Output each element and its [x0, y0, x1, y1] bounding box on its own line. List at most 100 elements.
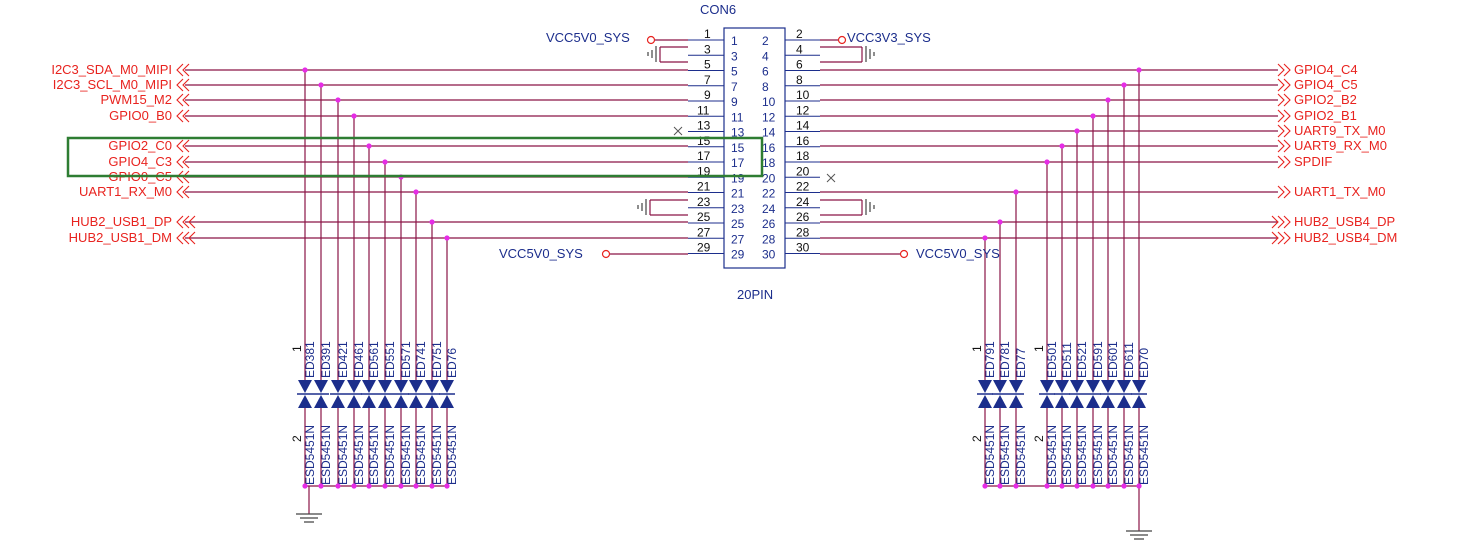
connector-con6: 1357911131517192123252729246810121416182…	[688, 27, 820, 269]
esd-ref: ED781	[998, 341, 1012, 378]
net-chevron-left	[188, 231, 196, 245]
esd-diode-body	[409, 380, 423, 393]
esd-part: ESD5451N	[319, 425, 333, 485]
esd-diode-body	[1101, 380, 1115, 393]
junction-dot	[382, 483, 388, 489]
connector-pin-inner-right: 22	[762, 187, 776, 201]
esd-ref: ED76	[445, 348, 459, 378]
esd-diode-body	[298, 395, 312, 408]
net-label-right: UART9_RX_M0	[1294, 138, 1387, 153]
connector-pin-inner-left: 13	[731, 126, 745, 140]
esd-diode-body	[978, 395, 992, 408]
connector-pin-inner-left: 1	[731, 34, 738, 48]
junction-dot	[1044, 159, 1050, 165]
esd-ref: ED611	[1122, 342, 1136, 378]
connector-pin-inner-left: 11	[731, 110, 744, 124]
connector-pin-inner-left: 21	[731, 187, 745, 201]
connector-pin-inner-left: 15	[731, 141, 745, 155]
net-chevron-right	[1277, 109, 1291, 123]
esd-part: ESD5451N	[367, 425, 381, 485]
power-vcc5v0-bottom-left: VCC5V0_SYS	[499, 246, 583, 261]
esd-part: ESD5451N	[998, 425, 1012, 485]
connector-pin-outer-right: 12	[796, 103, 810, 117]
esd-diode-body	[425, 395, 439, 408]
net-chevron-right	[1277, 139, 1291, 153]
esd-part: ESD5451N	[1045, 425, 1059, 485]
esd-ref: ED461	[352, 341, 366, 378]
junction-dot	[351, 113, 357, 119]
esd-part: ESD5451N	[352, 425, 366, 485]
esd-part: ESD5451N	[414, 425, 428, 485]
net-chevron-left	[176, 231, 190, 245]
net-chevron-left	[176, 185, 190, 199]
esd-ref: ED551	[383, 341, 397, 378]
junction-dot	[1090, 113, 1096, 119]
connector-part: 20PIN	[737, 287, 773, 302]
power-port-vcc5v0-bl	[601, 249, 611, 259]
connector-pin-outer-right: 16	[796, 134, 810, 148]
connector-ref: CON6	[700, 2, 736, 17]
esd-diode-body	[1070, 395, 1084, 408]
connector-pin-inner-right: 4	[762, 49, 769, 63]
power-vcc5v0-top: VCC5V0_SYS	[546, 30, 630, 45]
net-chevron-right	[1277, 215, 1291, 229]
net-chevron-left	[176, 63, 190, 77]
esd-diode-body	[331, 395, 345, 408]
connector-pin-outer-right: 30	[796, 241, 810, 255]
net-label-right: HUB2_USB4_DM	[1294, 230, 1397, 245]
junction-dot	[1013, 483, 1019, 489]
esd-pin-2: 2	[290, 435, 304, 442]
power-vcc5v0-bottom-right: VCC5V0_SYS	[916, 246, 1000, 261]
esd-part: ESD5451N	[1014, 425, 1028, 485]
net-chevron-left	[176, 155, 190, 169]
esd-ref: ED381	[303, 341, 317, 378]
esd-ref: ED70	[1137, 348, 1151, 378]
connector-pin-inner-left: 3	[731, 49, 738, 63]
net-label-right: HUB2_USB4_DP	[1294, 214, 1395, 229]
connector-pin-inner-left: 23	[731, 202, 745, 216]
net-label-right: SPDIF	[1294, 154, 1332, 169]
esd-diode-body	[1009, 380, 1023, 393]
esd-diode-body	[1132, 395, 1146, 408]
net-chevron-right	[1277, 185, 1291, 199]
junction-dot	[1105, 483, 1111, 489]
junction-dot	[1105, 97, 1111, 103]
connector-pin-inner-left: 9	[731, 95, 738, 109]
connector-pin-inner-left: 25	[731, 217, 745, 231]
esd-pin-1: 1	[290, 345, 304, 352]
connector-pin-inner-right: 28	[762, 232, 776, 246]
junction-dot	[302, 67, 308, 73]
net-chevron-left	[188, 215, 196, 229]
connector-pin-outer-left: 15	[697, 134, 711, 148]
esd-part: ESD5451N	[983, 425, 997, 485]
esd-diode-body	[1055, 395, 1069, 408]
junction-dot	[1090, 483, 1096, 489]
net-chevron-right	[1277, 78, 1291, 92]
esd-part: ESD5451N	[1075, 425, 1089, 485]
esd-diode-body	[1132, 380, 1146, 393]
connector-pin-outer-left: 23	[697, 195, 711, 209]
esd-diode-body	[394, 380, 408, 393]
connector-pin-outer-right: 6	[796, 58, 803, 72]
nc-marker-right	[826, 173, 836, 183]
esd-diode-body	[1040, 395, 1054, 408]
connector-pin-inner-left: 29	[731, 248, 745, 262]
esd-ref: ED511	[1060, 342, 1074, 378]
junction-dot	[444, 483, 450, 489]
power-symbols	[296, 35, 1152, 540]
ground-symbol	[865, 46, 875, 62]
esd-diode-body	[440, 395, 454, 408]
net-chevron-right	[1277, 231, 1291, 245]
esd-ref: ED601	[1106, 341, 1120, 378]
connector-pin-outer-right: 4	[796, 42, 803, 56]
net-label-left: UART1_RX_M0	[79, 184, 172, 199]
esd-part: ESD5451N	[303, 425, 317, 485]
junction-dot	[1059, 483, 1065, 489]
net-chevron-left	[176, 139, 190, 153]
junction-dot	[429, 219, 435, 225]
esd-part: ESD5451N	[1122, 425, 1136, 485]
esd-diode-body	[298, 380, 312, 393]
junction-dot	[318, 483, 324, 489]
net-chevron-right	[1277, 93, 1291, 107]
connector-pin-outer-right: 28	[796, 225, 810, 239]
